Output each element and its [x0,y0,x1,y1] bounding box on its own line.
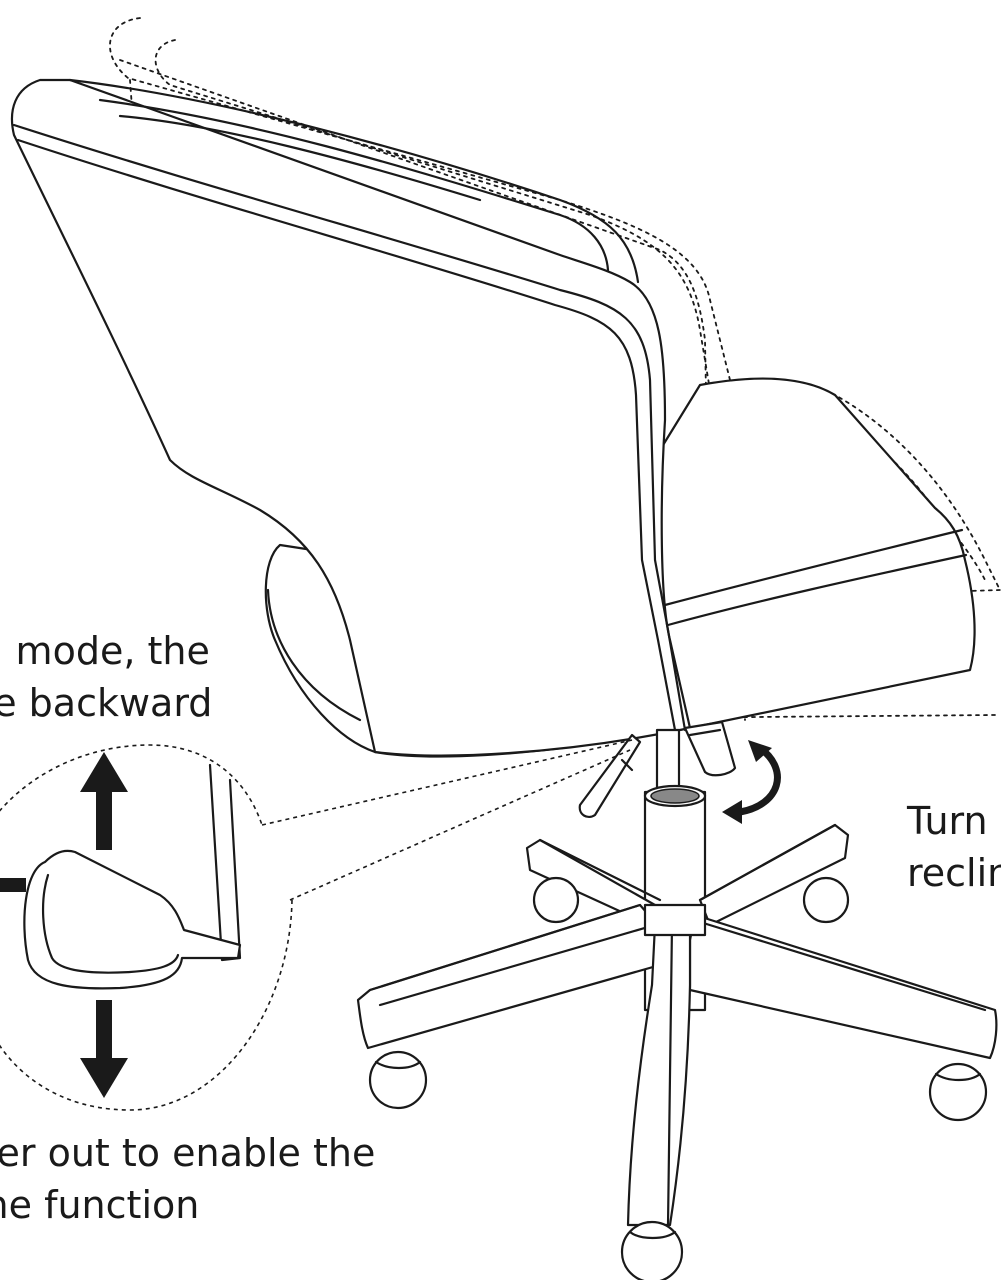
up-arrow-icon [80,752,128,850]
mode-caption-line1: " mode, the [0,629,210,673]
turn-caption-line2: reclin [907,851,1001,895]
caster-back-right [802,876,850,924]
down-arrow-icon [80,1000,128,1098]
caster-back-left [532,876,580,924]
casters [368,876,988,1280]
mode-caption-line2: line backward [0,681,213,725]
turn-caption-line1: Turn [907,799,988,843]
rotate-arrow-icon [722,740,781,824]
recline-lever [578,733,642,819]
lever-caption-line2: ine function [0,1183,200,1227]
lever-caption-line1: ver out to enable the [0,1131,376,1175]
caster-front [620,1220,684,1280]
caster-front-left [368,1050,428,1110]
caster-front-right [928,1062,988,1122]
backrest [10,78,692,757]
lever-detail-callout [0,739,633,1111]
star-base [356,823,998,1227]
